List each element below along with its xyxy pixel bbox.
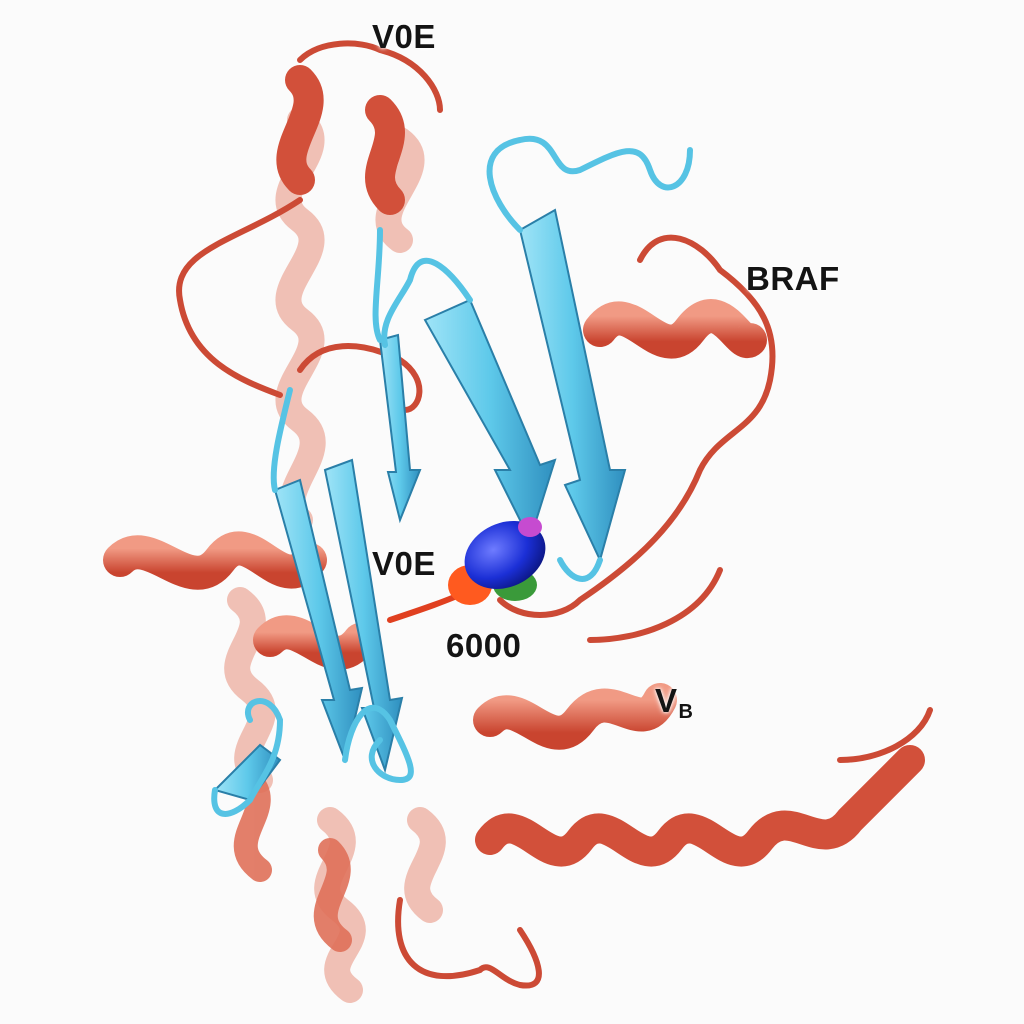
- ligand-molecule: [387, 517, 546, 623]
- ligand-number-label: 6000: [446, 627, 522, 664]
- coil-loops: [176, 40, 933, 989]
- alpha-helices: [103, 65, 925, 952]
- beta-strands: [213, 208, 627, 802]
- ligand-residue-label: V0E: [372, 545, 436, 582]
- v-sub-text: B: [678, 701, 694, 723]
- protein-name-label: BRAF: [746, 260, 840, 297]
- residue-label-top: V0E: [372, 18, 436, 55]
- strand-loops: [211, 135, 693, 817]
- v-main-text: V: [655, 682, 678, 719]
- v-subscript-label: VB: [655, 682, 693, 724]
